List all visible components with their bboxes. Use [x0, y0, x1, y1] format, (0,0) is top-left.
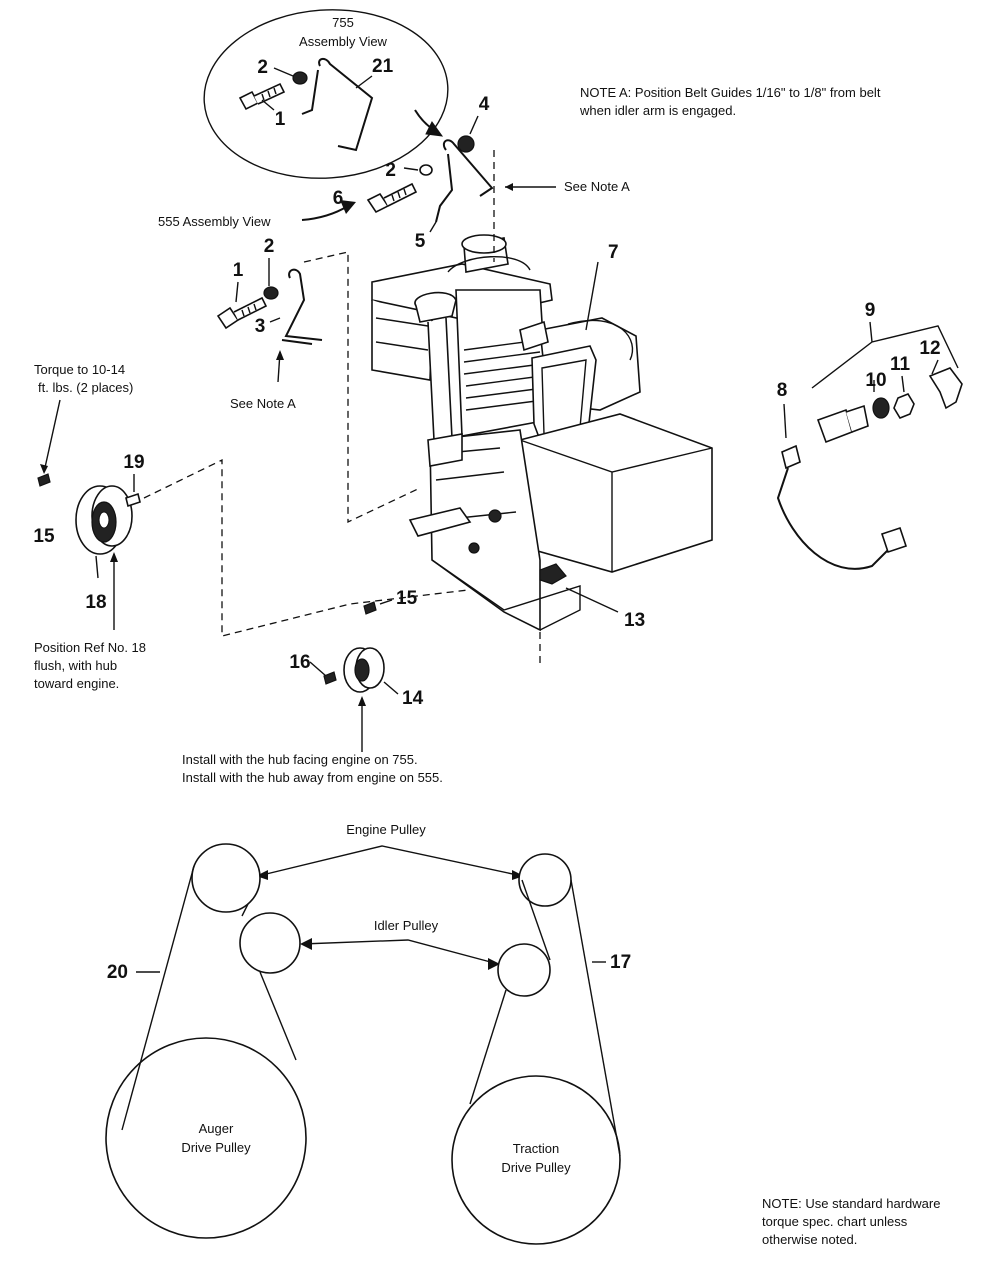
spark-plug: [519, 320, 549, 352]
callout-13: 13: [624, 610, 645, 631]
washer-2-lower: [263, 286, 279, 300]
bolt-1-inset: [238, 82, 286, 111]
assembly-555-upper: 4 2 5 See Note A 6: [333, 94, 630, 252]
callout-10: 10: [865, 370, 886, 391]
callout-15: 15: [396, 588, 418, 609]
callout-3: 3: [255, 316, 266, 337]
setscrew-15: [363, 601, 377, 615]
bolt-1: [216, 296, 268, 330]
engine-7: 13 7: [371, 150, 713, 668]
note-bottom-line2: torque spec. chart unless: [762, 1214, 908, 1229]
idler-pulley-left: [239, 912, 301, 974]
throttle-knob: [414, 291, 457, 323]
callout-2-upper: 2: [385, 160, 396, 181]
nut-13: [539, 563, 567, 585]
engine-pulley-label: Engine Pulley: [346, 822, 426, 837]
belt-guide-21: [318, 58, 374, 152]
torque-line2: ft. lbs. (2 places): [38, 380, 133, 395]
callout-5: 5: [415, 231, 426, 252]
auger-drive-pulley-18: [75, 485, 133, 555]
belt-guide-3: [284, 268, 323, 341]
note-bottom-line3: otherwise noted.: [762, 1232, 857, 1247]
belt-routing-diagram: Engine Pulley Idler Pulley 20 Auger Driv…: [105, 822, 631, 1245]
callout-20: 20: [107, 962, 128, 983]
callout-2-inset: 2: [257, 57, 268, 78]
wire-8-terminal: [781, 444, 801, 470]
callout-8: 8: [777, 380, 788, 401]
assembly-755-label: 755: [332, 15, 354, 30]
setscrew-16: [323, 671, 337, 685]
callout-21: 21: [372, 56, 394, 77]
ignition-switch-assembly: 9 10 11 12 8: [776, 300, 963, 570]
lockwasher-10: [872, 397, 890, 419]
install-line1: Install with the hub facing engine on 75…: [182, 752, 418, 767]
washer-2-inset: [292, 71, 308, 85]
engine-pulley-right: [518, 853, 572, 907]
torque-line1: Torque to 10-14: [34, 362, 125, 377]
idler-pulley-right: [497, 943, 551, 997]
callout-4: 4: [479, 94, 490, 115]
traction-drive-pulley: [451, 1075, 621, 1245]
callout-2-lower: 2: [264, 236, 275, 257]
engine-pulley-left: [191, 843, 261, 913]
callout-15-left: 15: [33, 526, 55, 547]
callout-9: 9: [865, 300, 876, 321]
auger-line1: Auger: [199, 1121, 234, 1136]
auger-drive-pulley: [105, 1037, 307, 1239]
callout-7: 7: [608, 242, 619, 263]
assembly-755-inset: 755 Assembly View 2 1 21: [203, 9, 449, 179]
install-line2: Install with the hub away from engine on…: [182, 770, 443, 785]
key-12: [928, 367, 963, 410]
nut-11: [893, 393, 915, 419]
position-ref-line3: toward engine.: [34, 676, 119, 691]
belt-guide-5: [442, 139, 494, 197]
engine-shroud: [519, 413, 713, 573]
washer-4: [457, 135, 475, 153]
see-note-a-lower: See Note A: [230, 396, 296, 411]
callout-6: 6: [333, 188, 344, 209]
position-ref-line2: flush, with hub: [34, 658, 117, 673]
note-a-line1: NOTE A: Position Belt Guides 1/16" to 1/…: [580, 85, 881, 100]
note-bottom-line1: NOTE: Use standard hardware: [762, 1196, 940, 1211]
assembly-555-label: 555 Assembly View: [158, 214, 271, 229]
key-19: [125, 492, 141, 508]
traction-line2: Drive Pulley: [501, 1160, 571, 1175]
wire-8: [776, 467, 891, 570]
callout-1: 1: [233, 260, 244, 281]
idler-pulley-14: [343, 647, 385, 693]
callout-11: 11: [890, 354, 911, 375]
see-note-a-upper: See Note A: [564, 179, 630, 194]
position-ref-line1: Position Ref No. 18: [34, 640, 146, 655]
crankshaft: [408, 507, 472, 537]
callout-16: 16: [289, 652, 310, 673]
callout-12: 12: [919, 338, 940, 359]
setscrew-15-left: [37, 473, 51, 487]
callout-14: 14: [402, 688, 424, 709]
idler-pulley-label: Idler Pulley: [374, 918, 439, 933]
assembly-755-view-label: Assembly View: [299, 34, 388, 49]
callout-18: 18: [85, 592, 106, 613]
washer-2: [419, 164, 433, 176]
auger-line2: Drive Pulley: [181, 1140, 251, 1155]
note-a-line2: when idler arm is engaged.: [579, 103, 736, 118]
callout-19: 19: [123, 452, 144, 473]
assembly-555-lower: 1 2 3 See Note A: [216, 236, 421, 524]
traction-line1: Traction: [513, 1141, 559, 1156]
callout-17: 17: [610, 952, 631, 973]
callout-1-inset: 1: [275, 109, 286, 130]
bolt-6: [366, 182, 418, 214]
